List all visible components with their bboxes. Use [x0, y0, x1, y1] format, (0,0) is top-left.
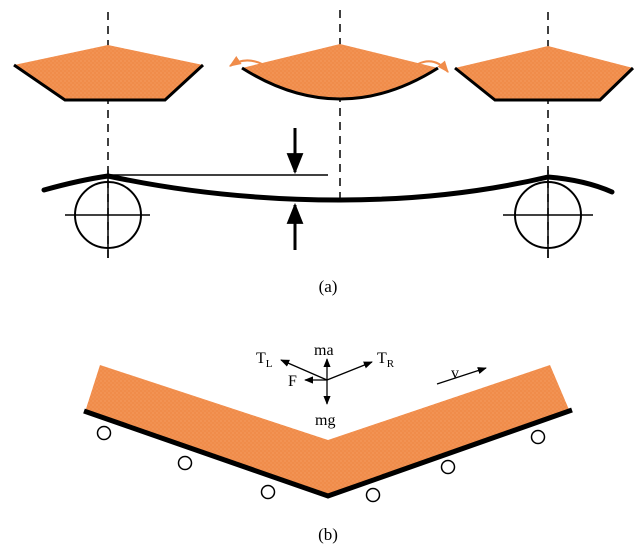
idler-roller-left [65, 170, 150, 258]
label-tl-main: T [256, 350, 266, 367]
label-tl-sub: L [266, 358, 273, 370]
idler-roller-right [503, 170, 593, 258]
label-mg: mg [315, 412, 335, 429]
cross-section-middle [229, 44, 449, 101]
roller-4 [365, 487, 381, 503]
panel-b: ma TL TR F mg v (b) [83, 342, 573, 544]
panel-a: (a) [13, 10, 635, 296]
inclined-belt [83, 407, 573, 499]
force-tl-arrow [280, 359, 328, 381]
roller-2 [177, 455, 193, 471]
roller-1 [96, 425, 112, 441]
cross-section-right [454, 46, 635, 102]
velocity-arrow [436, 367, 487, 385]
label-ma: ma [314, 342, 334, 359]
bulk-material [85, 365, 570, 494]
label-tr-sub: R [387, 358, 395, 370]
label-tl: TL [256, 350, 273, 370]
label-tr: TR [377, 350, 395, 370]
cross-section-left [13, 45, 205, 102]
force-diagram: ma TL TR F mg [256, 342, 395, 429]
label-f: F [288, 373, 297, 390]
force-tr-arrow [326, 361, 373, 381]
spill-arrow-left [229, 56, 263, 67]
roller-5 [440, 459, 456, 475]
roller-3 [260, 484, 276, 500]
label-v: v [451, 365, 459, 382]
spill-arrow-right [417, 60, 449, 73]
roller-6 [530, 429, 546, 445]
caption-a: (a) [319, 277, 338, 296]
belt-profile [41, 173, 615, 203]
caption-b: (b) [318, 525, 338, 544]
label-tr-main: T [377, 350, 387, 367]
